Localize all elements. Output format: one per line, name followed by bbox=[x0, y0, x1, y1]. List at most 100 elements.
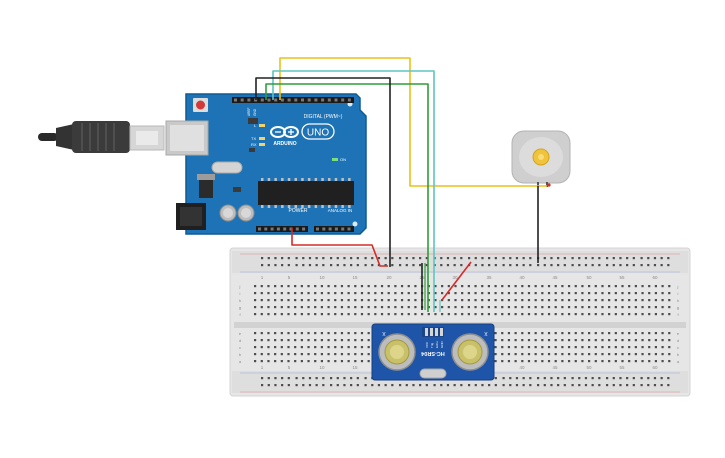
breadboard-hole[interactable] bbox=[634, 360, 637, 363]
breadboard-hole[interactable] bbox=[581, 285, 584, 288]
breadboard-hole[interactable] bbox=[608, 346, 611, 349]
rail-hole[interactable] bbox=[537, 264, 540, 267]
breadboard-hole[interactable] bbox=[414, 292, 417, 295]
breadboard-hole[interactable] bbox=[514, 313, 517, 316]
rail-hole[interactable] bbox=[281, 264, 284, 267]
breadboard-hole[interactable] bbox=[561, 292, 564, 295]
rail-hole[interactable] bbox=[315, 377, 318, 380]
breadboard-hole[interactable] bbox=[608, 285, 611, 288]
breadboard-hole[interactable] bbox=[254, 292, 257, 295]
rail-hole[interactable] bbox=[515, 264, 519, 267]
breadboard-hole[interactable] bbox=[648, 285, 651, 288]
breadboard-hole[interactable] bbox=[601, 313, 604, 316]
breadboard-hole[interactable] bbox=[414, 306, 417, 309]
rail-hole[interactable] bbox=[261, 264, 264, 267]
breadboard-hole[interactable] bbox=[461, 306, 464, 309]
breadboard-hole[interactable] bbox=[287, 353, 290, 356]
digital-pin[interactable] bbox=[280, 98, 284, 102]
breadboard-hole[interactable] bbox=[501, 346, 504, 349]
breadboard-hole[interactable] bbox=[260, 313, 263, 316]
breadboard-hole[interactable] bbox=[654, 292, 657, 295]
rail-hole[interactable] bbox=[350, 377, 353, 380]
power-pin[interactable] bbox=[264, 227, 268, 231]
breadboard-hole[interactable] bbox=[567, 313, 571, 316]
rail-hole[interactable] bbox=[619, 377, 622, 380]
breadboard-hole[interactable] bbox=[474, 285, 477, 288]
breadboard-hole[interactable] bbox=[380, 285, 384, 288]
rail-hole[interactable] bbox=[494, 264, 497, 267]
breadboard-hole[interactable] bbox=[494, 339, 497, 342]
rail-hole[interactable] bbox=[446, 257, 450, 260]
breadboard-hole[interactable] bbox=[267, 353, 270, 356]
rail-hole[interactable] bbox=[322, 377, 325, 380]
breadboard-hole[interactable] bbox=[414, 285, 417, 288]
breadboard-hole[interactable] bbox=[300, 332, 303, 335]
rail-hole[interactable] bbox=[502, 377, 505, 380]
breadboard-hole[interactable] bbox=[347, 313, 350, 316]
breadboard-hole[interactable] bbox=[634, 292, 637, 295]
rail-hole[interactable] bbox=[502, 384, 505, 387]
sensor-pin-vcc[interactable] bbox=[425, 328, 428, 336]
breadboard-hole[interactable] bbox=[374, 292, 377, 295]
breadboard-hole[interactable] bbox=[654, 360, 657, 363]
rail-hole[interactable] bbox=[343, 264, 346, 267]
rail-hole[interactable] bbox=[563, 257, 566, 260]
breadboard-hole[interactable] bbox=[588, 313, 591, 316]
breadboard-hole[interactable] bbox=[387, 285, 390, 288]
rail-hole[interactable] bbox=[281, 377, 284, 380]
rail-hole[interactable] bbox=[660, 264, 663, 267]
rail-hole[interactable] bbox=[488, 257, 491, 260]
breadboard-hole[interactable] bbox=[514, 332, 517, 335]
breadboard-hole[interactable] bbox=[547, 346, 551, 349]
breadboard-hole[interactable] bbox=[588, 346, 591, 349]
breadboard-hole[interactable] bbox=[314, 339, 317, 342]
breadboard-hole[interactable] bbox=[267, 339, 270, 342]
digital-pin[interactable] bbox=[314, 98, 318, 102]
breadboard-hole[interactable] bbox=[628, 292, 631, 295]
rail-hole[interactable] bbox=[509, 257, 512, 260]
breadboard-hole[interactable] bbox=[501, 299, 504, 302]
breadboard-hole[interactable] bbox=[547, 299, 551, 302]
breadboard-hole[interactable] bbox=[608, 292, 611, 295]
rail-hole[interactable] bbox=[522, 384, 525, 387]
breadboard-hole[interactable] bbox=[294, 306, 297, 309]
rail-hole[interactable] bbox=[453, 384, 456, 387]
rail-hole[interactable] bbox=[598, 384, 601, 387]
analog-pin[interactable] bbox=[347, 227, 351, 231]
breadboard-hole[interactable] bbox=[574, 285, 577, 288]
breadboard-hole[interactable] bbox=[374, 313, 377, 316]
rail-hole[interactable] bbox=[364, 377, 367, 380]
digital-header-pins[interactable] bbox=[234, 98, 351, 102]
breadboard-hole[interactable] bbox=[574, 339, 577, 342]
breadboard-hole[interactable] bbox=[267, 346, 270, 349]
rail-hole[interactable] bbox=[267, 264, 270, 267]
breadboard-hole[interactable] bbox=[521, 306, 524, 309]
breadboard-hole[interactable] bbox=[554, 332, 557, 335]
breadboard-hole[interactable] bbox=[360, 292, 364, 295]
breadboard-hole[interactable] bbox=[280, 292, 283, 295]
breadboard-hole[interactable] bbox=[641, 306, 644, 309]
breadboard-hole[interactable] bbox=[487, 299, 490, 302]
rail-hole[interactable] bbox=[584, 384, 588, 387]
breadboard-hole[interactable] bbox=[254, 339, 257, 342]
rail-hole[interactable] bbox=[330, 377, 333, 380]
rail-hole[interactable] bbox=[384, 257, 387, 260]
breadboard-hole[interactable] bbox=[507, 346, 511, 349]
breadboard-hole[interactable] bbox=[307, 292, 310, 295]
breadboard-hole[interactable] bbox=[561, 360, 564, 363]
breadboard-hole[interactable] bbox=[588, 285, 591, 288]
breadboard-hole[interactable] bbox=[621, 292, 624, 295]
breadboard-hole[interactable] bbox=[280, 285, 283, 288]
breadboard-hole[interactable] bbox=[467, 313, 470, 316]
breadboard-hole[interactable] bbox=[280, 332, 283, 335]
breadboard-hole[interactable] bbox=[314, 353, 317, 356]
rail-hole[interactable] bbox=[584, 257, 588, 260]
breadboard-hole[interactable] bbox=[614, 360, 617, 363]
breadboard-hole[interactable] bbox=[628, 313, 631, 316]
breadboard-hole[interactable] bbox=[641, 299, 644, 302]
rail-hole[interactable] bbox=[405, 264, 408, 267]
rail-hole[interactable] bbox=[488, 264, 491, 267]
breadboard-hole[interactable] bbox=[547, 292, 551, 295]
power-pin[interactable] bbox=[276, 227, 280, 231]
digital-pin[interactable] bbox=[234, 98, 237, 102]
